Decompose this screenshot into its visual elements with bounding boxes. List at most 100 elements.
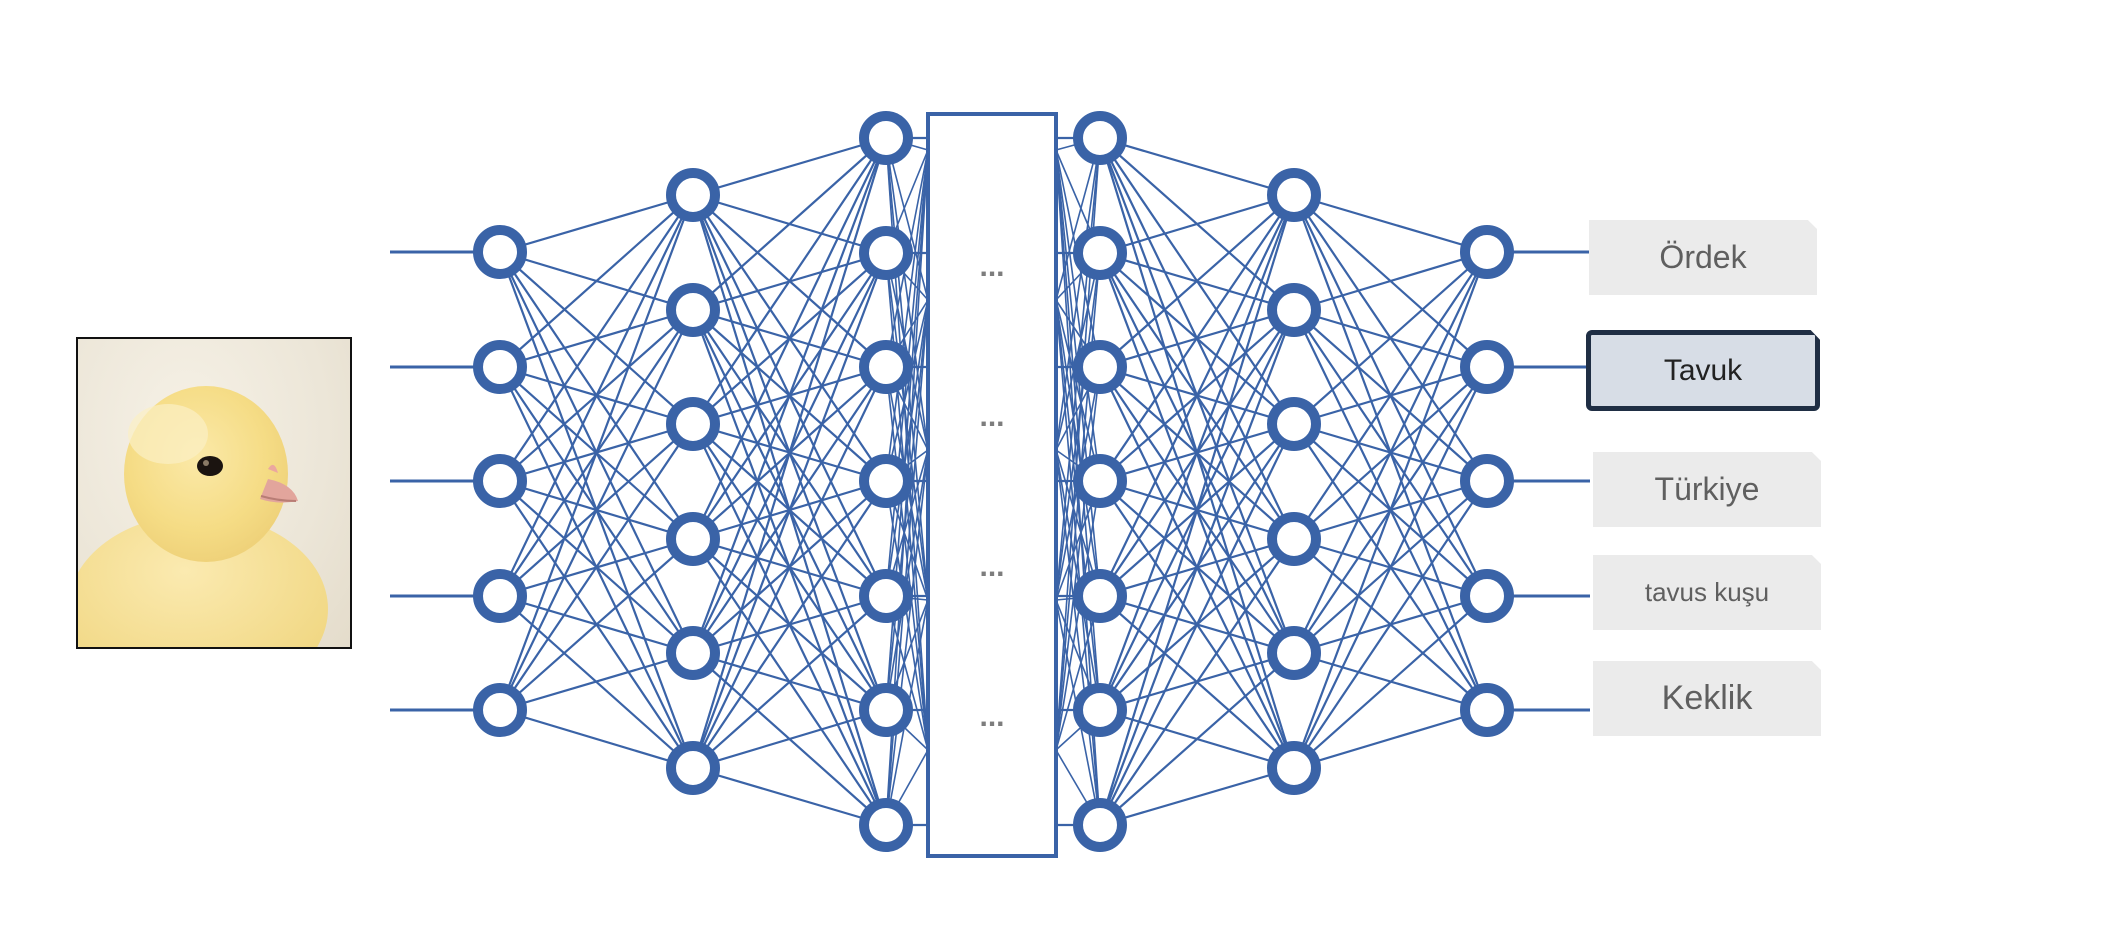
connection-line [1293,251,1488,540]
neuron-layer-2 [666,168,720,222]
connection-line [1098,194,1296,826]
connection-line [1055,149,1101,482]
neuron-layer-6 [1460,569,1514,623]
neuron-layer-1 [473,569,527,623]
neuron-layer-1 [473,454,527,508]
output-label-tavus-kusu: tavus kuşu [1593,555,1821,630]
neuron-layer-4 [1073,798,1127,852]
connection-line [692,766,887,827]
neuron-layer-3 [859,340,913,394]
neuron-layer-4 [1073,454,1127,508]
connection-line [691,137,888,654]
connection-line [1293,251,1488,654]
neurons [473,111,1514,852]
hidden-dots-4: ... [979,700,1004,733]
neuron-layer-6 [1460,683,1514,737]
connection-line [692,595,887,769]
neuron-layer-2 [666,397,720,451]
connection-line [1099,194,1295,368]
connection-line [1099,194,1295,597]
connection-line [691,252,888,769]
neuron-layer-5 [1267,741,1321,795]
connection-line [499,194,694,597]
neuron-layer-2 [666,512,720,566]
hidden-layers-box [926,112,1058,858]
neuron-layer-2 [666,626,720,680]
connection-line [692,480,887,769]
connection-line [885,299,929,597]
connection-line [692,708,887,770]
neuron-layer-4 [1073,340,1127,394]
neuron-layer-4 [1073,226,1127,280]
connection-line [1055,449,1101,711]
hidden-dots-2: ... [979,400,1004,433]
neuron-layer-4 [1073,683,1127,737]
neuron-layer-3 [859,226,913,280]
neuron-layer-6 [1460,340,1514,394]
neuron-layer-2 [666,741,720,795]
output-label-turkiye: Türkiye [1593,452,1821,527]
output-label-turkiye-text: Türkiye [1654,471,1760,507]
connection-line [1293,595,1488,769]
output-label-tavus-kusu-text: tavus kuşu [1644,577,1770,607]
connection-line [499,651,694,712]
neuron-layer-2 [666,283,720,337]
connection-line [1055,137,1101,451]
connection-line [692,366,887,769]
connection-line [499,423,694,711]
connection-line [498,194,695,711]
neuron-layer-3 [859,798,913,852]
hidden-dots: ... ... ... ... [979,250,1004,733]
output-label-tavuk: Tavuk [1586,330,1820,411]
connection-line [1293,480,1488,769]
connection-line [1293,366,1488,769]
connection-line [1099,193,1295,255]
output-label-keklik: Keklik [1593,661,1821,736]
output-label-ordek-text: Ördek [1659,239,1747,275]
connection-line [885,299,929,482]
neuron-layer-5 [1267,512,1321,566]
connection-line [1099,766,1295,827]
connection-line [499,194,694,368]
connection-line [1055,449,1101,826]
connection-line [885,299,929,826]
connection-line [692,136,887,197]
connection-line [1098,194,1296,711]
neuron-layer-1 [473,340,527,394]
neuron-layer-3 [859,569,913,623]
connection-line [1055,299,1101,597]
neuron-layer-5 [1267,626,1321,680]
connection-line [885,137,929,451]
output-label-tavuk-text: Tavuk [1663,353,1743,387]
connection-line [499,708,694,770]
neuron-layer-4 [1073,569,1127,623]
connection-line [692,137,887,540]
connection-line [1293,250,1488,312]
connection-line [1099,136,1295,197]
connection-line [691,137,888,769]
connection-line [499,193,694,254]
connection-line [1293,193,1488,254]
neuron-layer-1 [473,225,527,279]
connection-line [1055,299,1101,826]
neuron-layer-3 [859,454,913,508]
connection-line [1099,652,1295,826]
neuron-layer-6 [1460,454,1514,508]
neuron-layer-5 [1267,283,1321,337]
connection-line [1055,299,1101,711]
connection-line [1293,708,1488,770]
connection-line [692,137,887,425]
output-label-keklik-text: Keklik [1661,679,1753,717]
input-chick-photo [76,337,352,649]
chick-illustration [78,386,328,647]
connection-line [1098,309,1296,826]
neuron-layer-6 [1460,225,1514,279]
hidden-dots-3: ... [979,550,1004,583]
connection-line [1292,251,1489,769]
neuron-layer-5 [1267,397,1321,451]
connection-line [885,149,929,482]
connection-line [1055,299,1101,482]
neuron-layer-3 [859,683,913,737]
